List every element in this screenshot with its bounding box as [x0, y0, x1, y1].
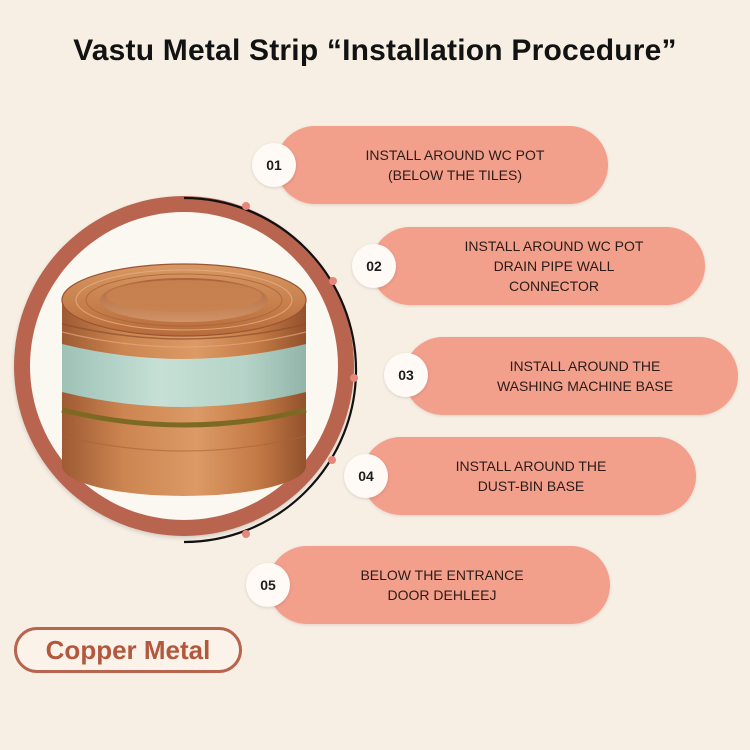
- connector-dot-02: [329, 277, 337, 285]
- step-02-pill: [371, 227, 705, 305]
- connector-dot-05: [242, 530, 250, 538]
- step-01-number: 01: [252, 143, 296, 187]
- step-05-number: 05: [246, 563, 290, 607]
- step-04-text: INSTALL AROUND THE DUST-BIN BASE: [455, 458, 607, 494]
- step-03-pill: [404, 337, 738, 415]
- step-04-pill: [362, 437, 696, 515]
- product-illustration: [14, 196, 354, 536]
- connector-dot-04: [328, 456, 336, 464]
- copper-metal-badge: Copper Metal: [14, 627, 242, 673]
- step-02-text: INSTALL AROUND WC POT DRAIN PIPE WALL CO…: [464, 238, 644, 294]
- step-03-number: 03: [384, 353, 428, 397]
- connector-dot-01: [242, 202, 250, 210]
- page-title: Vastu Metal Strip “Installation Procedur…: [73, 34, 677, 67]
- step-04-number: 04: [344, 454, 388, 498]
- step-02-number: 02: [352, 244, 396, 288]
- copper-strip-roll-image: [61, 263, 307, 496]
- step-05-text: BELOW THE ENTRANCE DOOR DEHLEEJ: [360, 567, 524, 603]
- step-05-pill: [268, 546, 610, 624]
- step-01-text: INSTALL AROUND WC POT (BELOW THE TILES): [365, 147, 545, 183]
- step-03-text: INSTALL AROUND THE WASHING MACHINE BASE: [496, 358, 674, 394]
- step-01-pill: [276, 126, 608, 204]
- connector-dot-03: [350, 374, 358, 382]
